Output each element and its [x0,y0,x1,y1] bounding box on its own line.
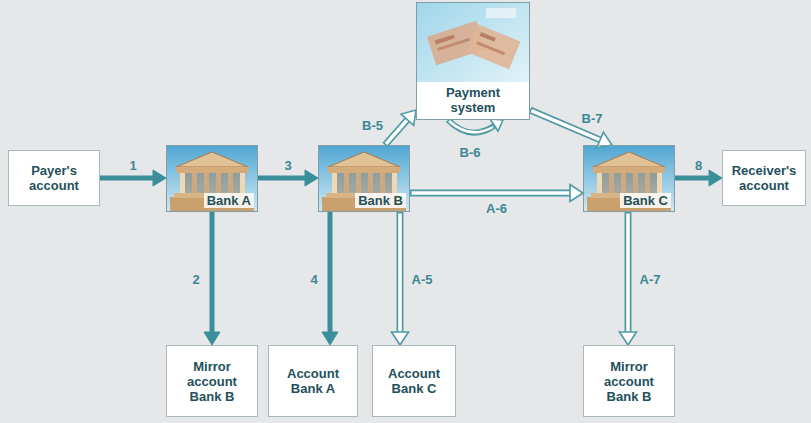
step-number: A-5 [410,271,435,286]
node-text: Payer's account [15,163,93,193]
arrow-head [305,170,318,186]
arrow-head [153,170,166,186]
payment-picture [416,2,530,86]
arrow-shaft [258,176,305,181]
node-text: Bank B [355,193,406,208]
step-number: 4 [308,271,319,286]
arrow-shaft [625,212,632,332]
payment-arrow [322,212,338,345]
node-text: Bank C [620,193,671,208]
account-box: Mirror account Bank B [166,345,258,417]
arrow-head [322,332,338,345]
node-text: Account Bank C [379,366,449,396]
bank-picture [318,145,410,212]
arrow-shaft-inner [386,120,407,144]
alternative-arrow [392,212,409,345]
arrow-shaft [210,212,215,332]
loop-arrow [448,119,503,133]
node-text: Account Bank A [275,366,351,396]
node-text: Receiver's account [729,163,799,193]
step-number: 3 [282,158,293,173]
alternative-arrow [620,212,637,345]
arrow-shaft [410,190,570,197]
node-text: Payment system [417,82,529,119]
arrow-head [392,332,409,345]
arrow-shaft [397,212,404,332]
step-number: B-7 [580,110,605,125]
step-number: 1 [127,158,138,173]
arrow-shaft [385,120,407,145]
step-number: 2 [190,271,201,286]
arrow-shaft-inner [626,214,630,333]
alternative-arrow [530,110,612,148]
alternative-arrow [410,185,583,202]
step-number: A-7 [638,271,663,286]
arrow-head [570,185,583,202]
step-number: 8 [693,158,704,173]
bank-node: Bank B [318,145,410,212]
arrow-head [401,110,416,125]
account-box: Receiver's account [722,150,806,206]
node-text: Mirror account Bank B [590,359,668,404]
arrow-shaft [328,212,333,332]
arrow-shaft-inner [412,191,571,195]
arrow-head [709,170,722,186]
node-text: Mirror account Bank B [173,359,251,404]
account-box: Account Bank A [268,345,358,417]
step-number: B-5 [360,117,385,132]
account-box: Payer's account [8,150,100,206]
arrow-head [204,332,220,345]
payment-arrow [204,212,220,345]
node-text: Bank A [204,193,254,208]
bank-node: Bank C [583,145,675,212]
arrow-shaft-inner [398,214,402,333]
account-box: Account Bank C [372,345,456,417]
bank-node: Bank A [166,145,258,212]
alternative-arrow [385,110,416,145]
bank-picture [166,145,258,212]
bank-picture [583,145,675,212]
step-number: B-6 [458,145,483,160]
arrow-head [620,332,637,345]
step-number: A-6 [484,201,509,216]
payment-system-node: Payment system [416,2,530,120]
arrow-shaft [100,176,153,181]
account-box: Mirror account Bank B [583,345,675,417]
arrow-shaft [675,176,709,181]
